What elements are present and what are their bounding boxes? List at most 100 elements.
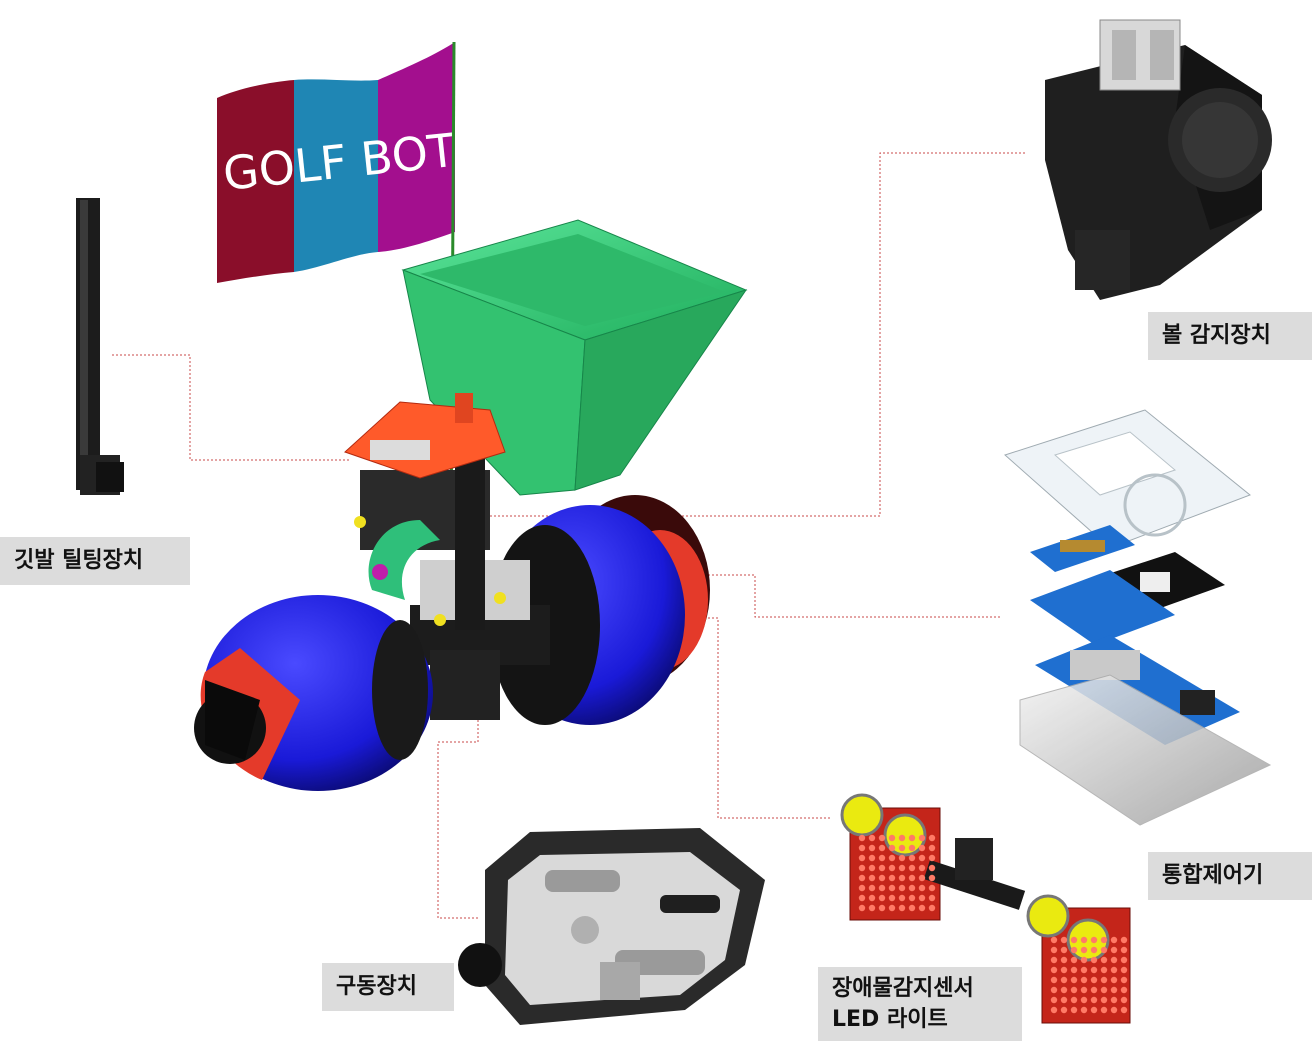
led-dot [1090,986,1098,994]
led-dot [1090,996,1098,1004]
led-dot [878,894,886,902]
led-dot [1060,936,1068,944]
led-dot [898,854,906,862]
label-drive: 구동장치 [322,963,454,1011]
controller-stack-icon [1004,409,1272,826]
led-dot [1110,976,1118,984]
led-dot [1080,936,1088,944]
led-dot [888,884,896,892]
led-dot [1050,946,1058,954]
led-dot [1100,986,1108,994]
leader-obstacle [535,617,830,819]
led-dot [1080,1006,1088,1014]
led-dot [1100,936,1108,944]
led-dot [868,904,876,912]
led-dot [888,854,896,862]
led-dot [1050,996,1058,1004]
led-dot [1080,946,1088,954]
led-dot [928,844,936,852]
led-dot [898,864,906,872]
led-dot [898,884,906,892]
led-dot [1120,946,1128,954]
led-dot [1060,966,1068,974]
led-dot [1080,956,1088,964]
led-dot [1060,946,1068,954]
led-dot [888,894,896,902]
led-dot [908,894,916,902]
led-dot [858,854,866,862]
led-dot [1100,956,1108,964]
led-dot [898,894,906,902]
antenna-icon [76,198,124,495]
led-dot [928,874,936,882]
led-dot [1050,986,1058,994]
led-dot [1080,986,1088,994]
led-dot [888,874,896,882]
led-dot [858,884,866,892]
led-dot [1060,986,1068,994]
led-dot [1070,956,1078,964]
label-flag-tilting: 깃발 틸팅장치 [0,537,190,585]
led-dot [858,904,866,912]
led-dot [888,904,896,912]
led-dot [1120,976,1128,984]
led-dot [1110,986,1118,994]
leader-ball [490,152,1025,517]
label-obstacle-led: 장애물감지센서 LED 라이트 [818,967,1022,1041]
led-dot [918,844,926,852]
led-dot [1060,956,1068,964]
led-dot [868,864,876,872]
led-dot [868,854,876,862]
led-dot [1050,1006,1058,1014]
led-dot [1110,936,1118,944]
led-dot [1120,986,1128,994]
led-dot [878,834,886,842]
led-dot [1060,996,1068,1004]
led-dot [918,874,926,882]
led-dot [1060,1006,1068,1014]
led-dot [908,884,916,892]
led-dot [1080,966,1088,974]
led-sensor-icon [840,793,1131,1024]
led-dot [1070,976,1078,984]
led-dot [858,834,866,842]
led-dot [1080,976,1088,984]
label-ball-sensor: 볼 감지장치 [1148,312,1312,360]
led-dot [878,884,886,892]
led-dot [1050,976,1058,984]
led-dot [918,904,926,912]
led-dot [878,864,886,872]
led-dot [858,864,866,872]
led-dot [898,834,906,842]
ball-sensor-icon [1045,19,1272,300]
led-dot [1070,1006,1078,1014]
led-dot [928,834,936,842]
led-dot [1110,966,1118,974]
led-dot [1100,976,1108,984]
led-dot [1070,996,1078,1004]
led-dot [1070,966,1078,974]
label-controller: 통합제어기 [1148,852,1312,900]
led-dot [1110,996,1118,1004]
led-dot [1100,996,1108,1004]
led-dot [928,864,936,872]
led-dot [868,894,876,902]
flag-icon: GOLF BOT [217,41,459,541]
led-dot [868,884,876,892]
led-dot [888,864,896,872]
led-dot [868,834,876,842]
led-dot [1120,936,1128,944]
led-dot [1070,936,1078,944]
led-dot [898,844,906,852]
led-dot [1060,976,1068,984]
led-dot [908,874,916,882]
led-dot [1070,946,1078,954]
led-dot [1090,966,1098,974]
led-dot [858,874,866,882]
led-dot [868,874,876,882]
drive-unit-icon [458,828,765,1025]
led-dot [928,884,936,892]
led-dot [908,904,916,912]
led-dot [1090,976,1098,984]
